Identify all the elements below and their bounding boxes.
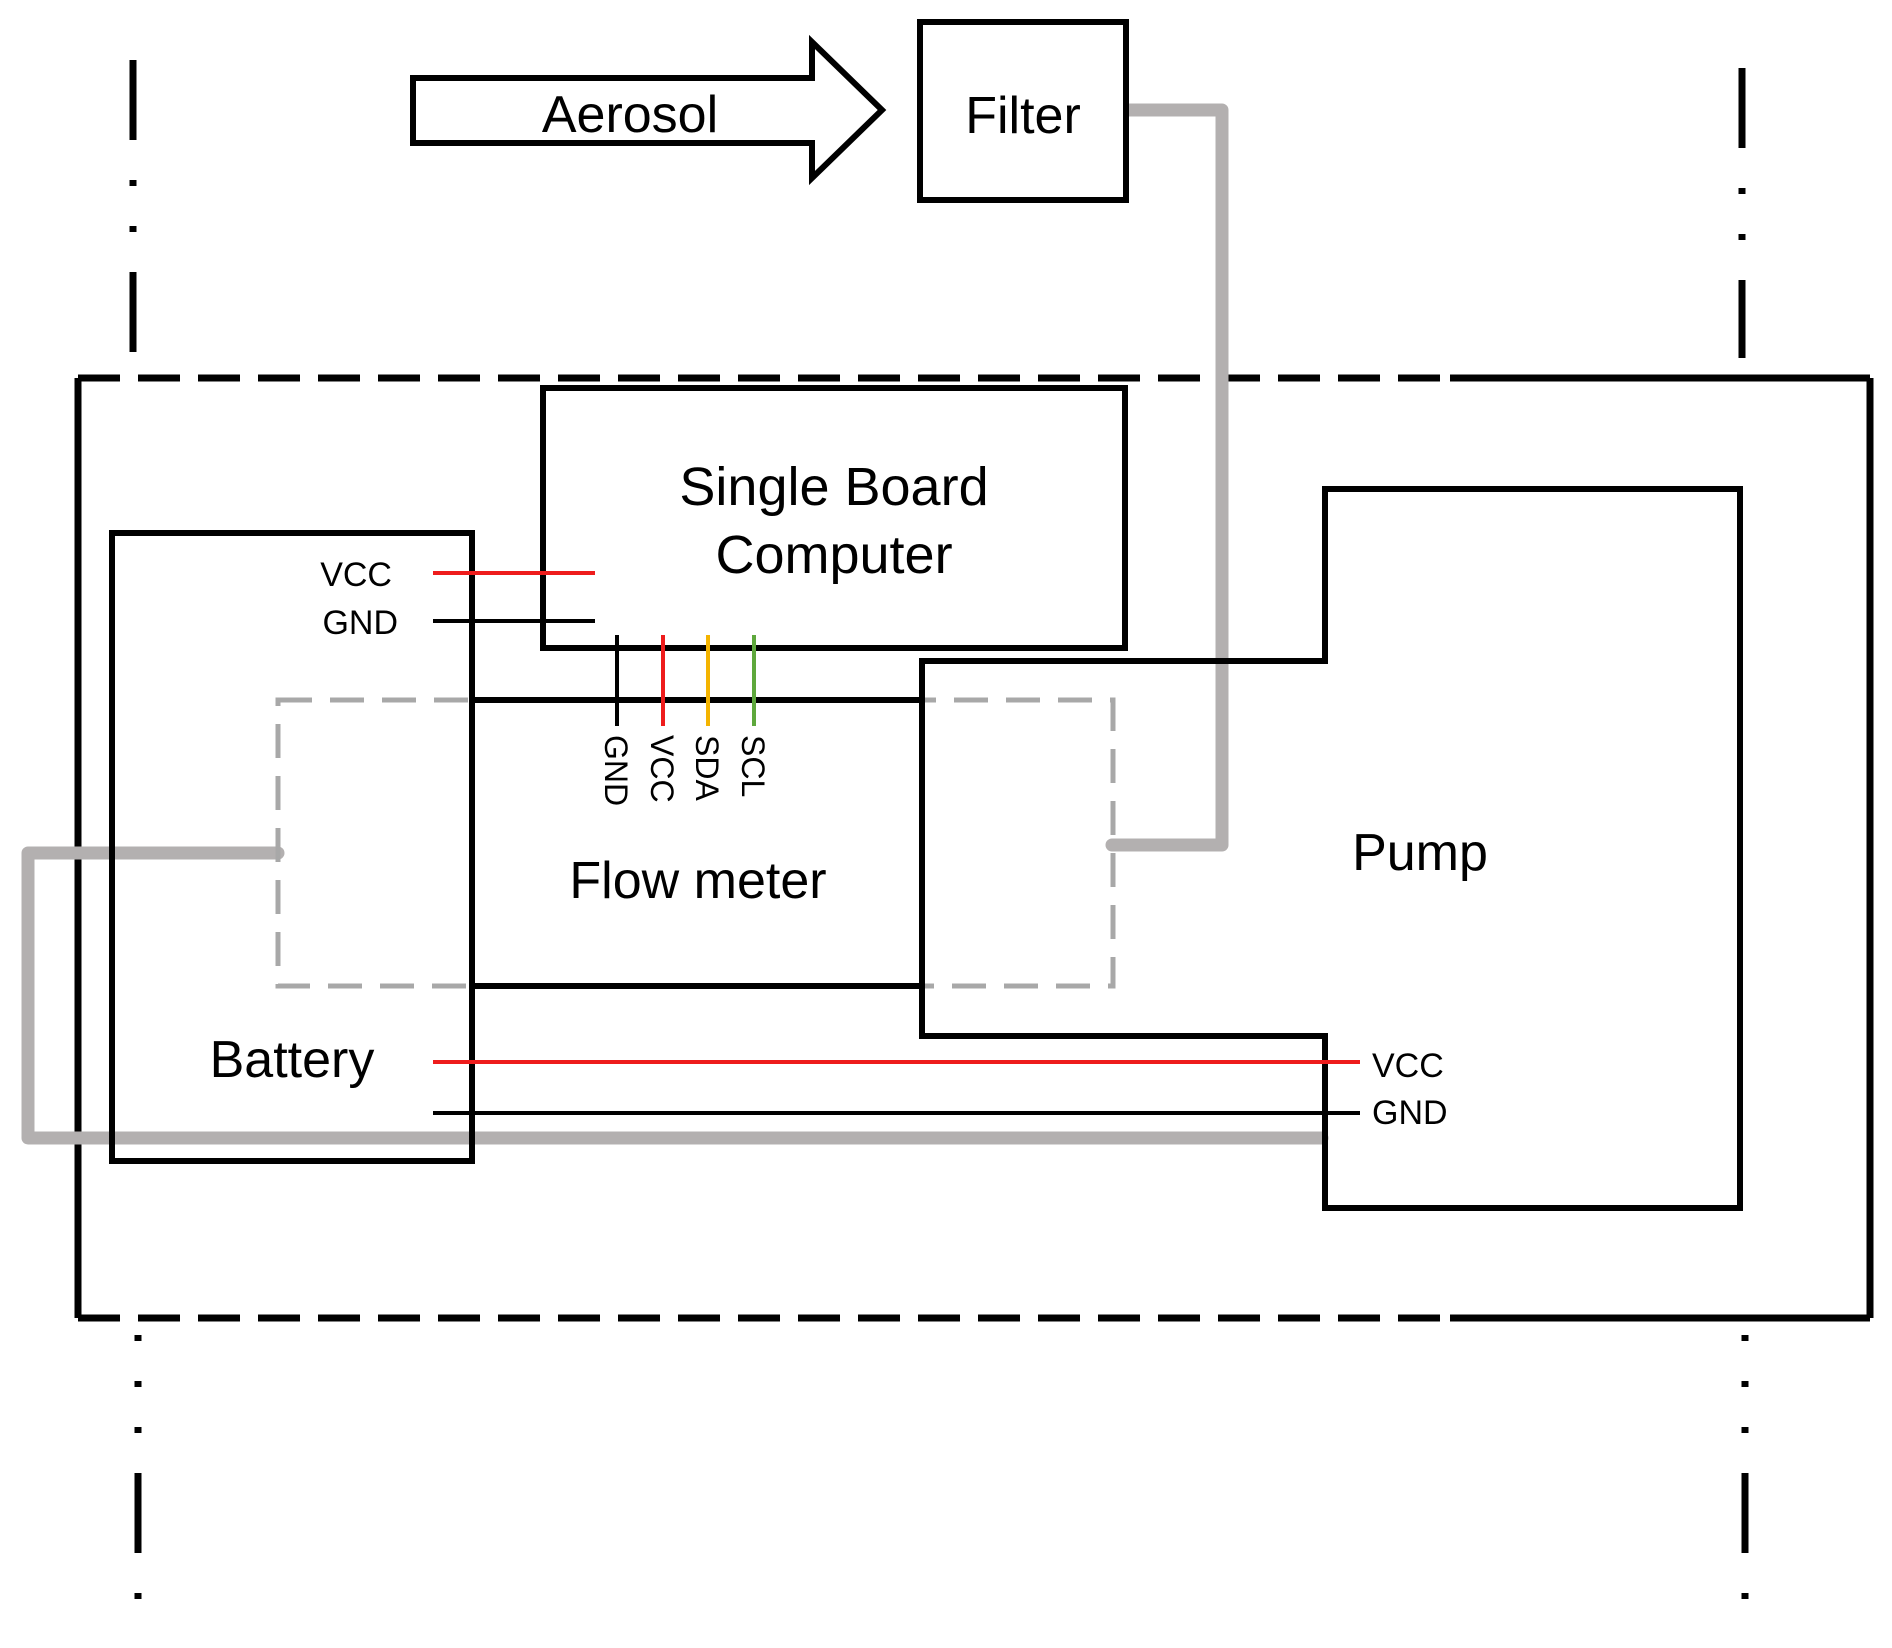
fm-gnd-label: GND xyxy=(598,735,634,806)
tubing xyxy=(21,103,1329,1145)
pump-outline xyxy=(919,486,1743,1211)
tube-flowmeter-to-pump xyxy=(21,846,1329,1145)
centerlines xyxy=(129,60,1749,1630)
aerosol-arrow-shape xyxy=(410,34,887,186)
battery-sbc-power: VCC GND xyxy=(320,556,595,642)
battery-pump-power: VCC GND xyxy=(433,1047,1448,1132)
battery-sbc-gnd-label: GND xyxy=(322,604,398,642)
pump-vcc-label: VCC xyxy=(1372,1047,1444,1085)
pump-label: Pump xyxy=(1352,824,1488,882)
sbc-label-line2: Computer xyxy=(715,525,952,585)
fm-scl-label: SCL xyxy=(735,735,771,797)
aerosol-label: Aerosol xyxy=(542,86,718,144)
battery-box xyxy=(109,530,475,1164)
flow-meter-label: Flow meter xyxy=(569,852,826,910)
sbc-box xyxy=(540,385,1128,651)
aerosol-arrow: Aerosol xyxy=(410,34,887,186)
sbc-label-line1: Single Board xyxy=(679,457,988,517)
battery-sbc-vcc-label: VCC xyxy=(320,556,392,594)
filter-label: Filter xyxy=(965,87,1081,145)
battery: Battery xyxy=(109,530,475,1164)
filter: Filter xyxy=(917,19,1129,203)
flow-meter: Flow meter xyxy=(472,697,922,989)
battery-label: Battery xyxy=(210,1031,375,1089)
enclosure xyxy=(74,374,1874,1322)
filter-box xyxy=(917,19,1129,203)
single-board-computer: Single Board Computer xyxy=(540,385,1128,651)
flow-meter-signal-wires: GND VCC SDA SCL xyxy=(598,635,771,806)
pump: Pump xyxy=(919,486,1743,1211)
fm-vcc-label: VCC xyxy=(644,735,680,803)
tube-filter-to-flowmeter xyxy=(1105,103,1229,852)
pump-gnd-label: GND xyxy=(1372,1094,1448,1132)
fm-sda-label: SDA xyxy=(689,735,725,801)
